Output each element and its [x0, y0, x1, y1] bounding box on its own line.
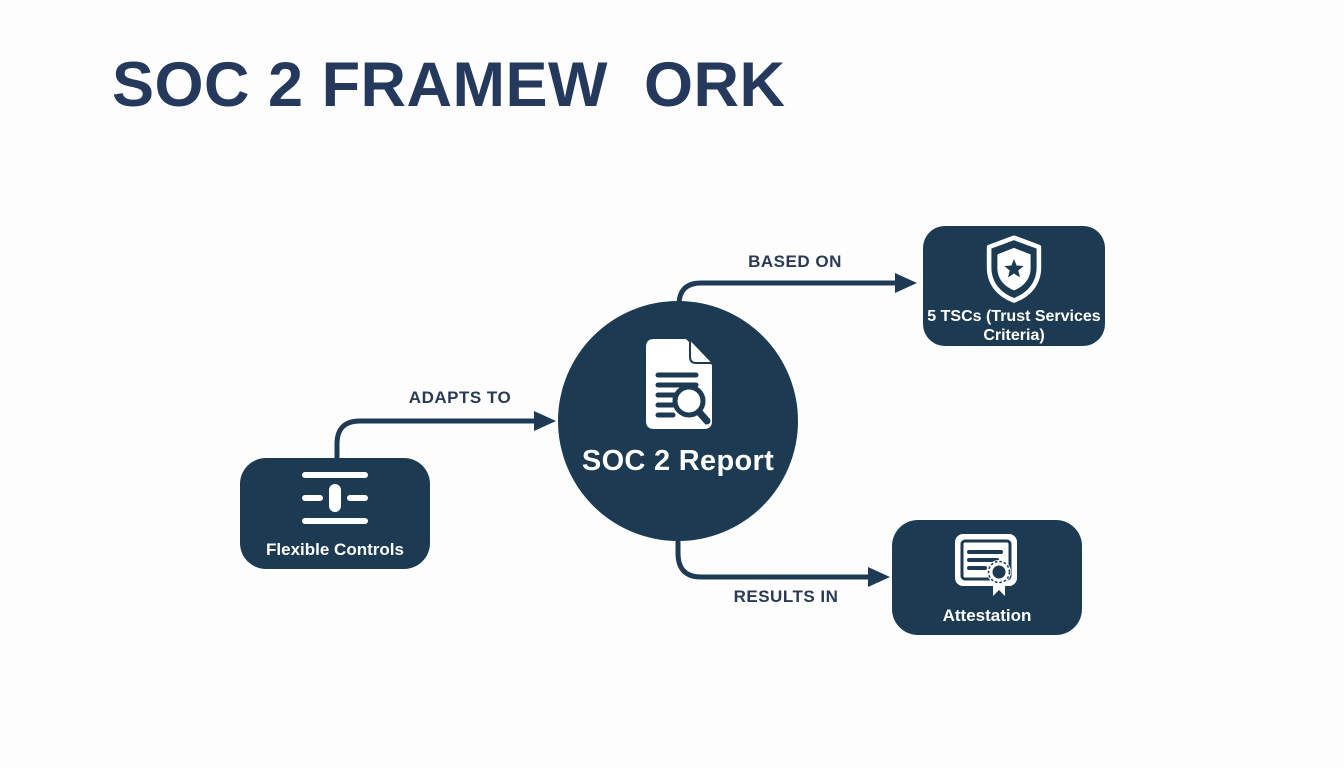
- shield-star-icon: [986, 235, 1042, 303]
- node-flexible-controls: Flexible Controls: [240, 458, 430, 569]
- edge-label-based-on: BASED ON: [748, 252, 842, 271]
- tsc-label: 5 TSCs (Trust Services Criteria): [927, 308, 1101, 345]
- soc2-report-label: SOC 2 Report: [581, 445, 775, 477]
- edge-label-adapts-to: ADAPTS TO: [408, 388, 512, 407]
- arrow-results-in: [675, 533, 874, 580]
- node-tsc: 5 TSCs (Trust Services Criteria): [923, 226, 1105, 346]
- arrow-based-on: [676, 280, 901, 311]
- arrowhead-results-in: [868, 567, 890, 587]
- sliders-icon: [302, 472, 368, 524]
- arrowhead-based-on: [895, 273, 917, 293]
- certificate-icon: [955, 534, 1017, 596]
- node-attestation: Attestation: [892, 520, 1082, 635]
- document-search-icon: [646, 337, 714, 429]
- arrowhead-adapts-to: [534, 411, 556, 431]
- attestation-label: Attestation: [942, 606, 1032, 625]
- edge-label-results-in: RESULTS IN: [733, 587, 839, 606]
- arrow-adapts-to: [334, 418, 540, 461]
- node-soc2-report: SOC 2 Report: [558, 301, 798, 541]
- flexible-controls-label: Flexible Controls: [266, 540, 404, 559]
- page-title: SOC 2 FRAMEW ORK: [112, 50, 786, 120]
